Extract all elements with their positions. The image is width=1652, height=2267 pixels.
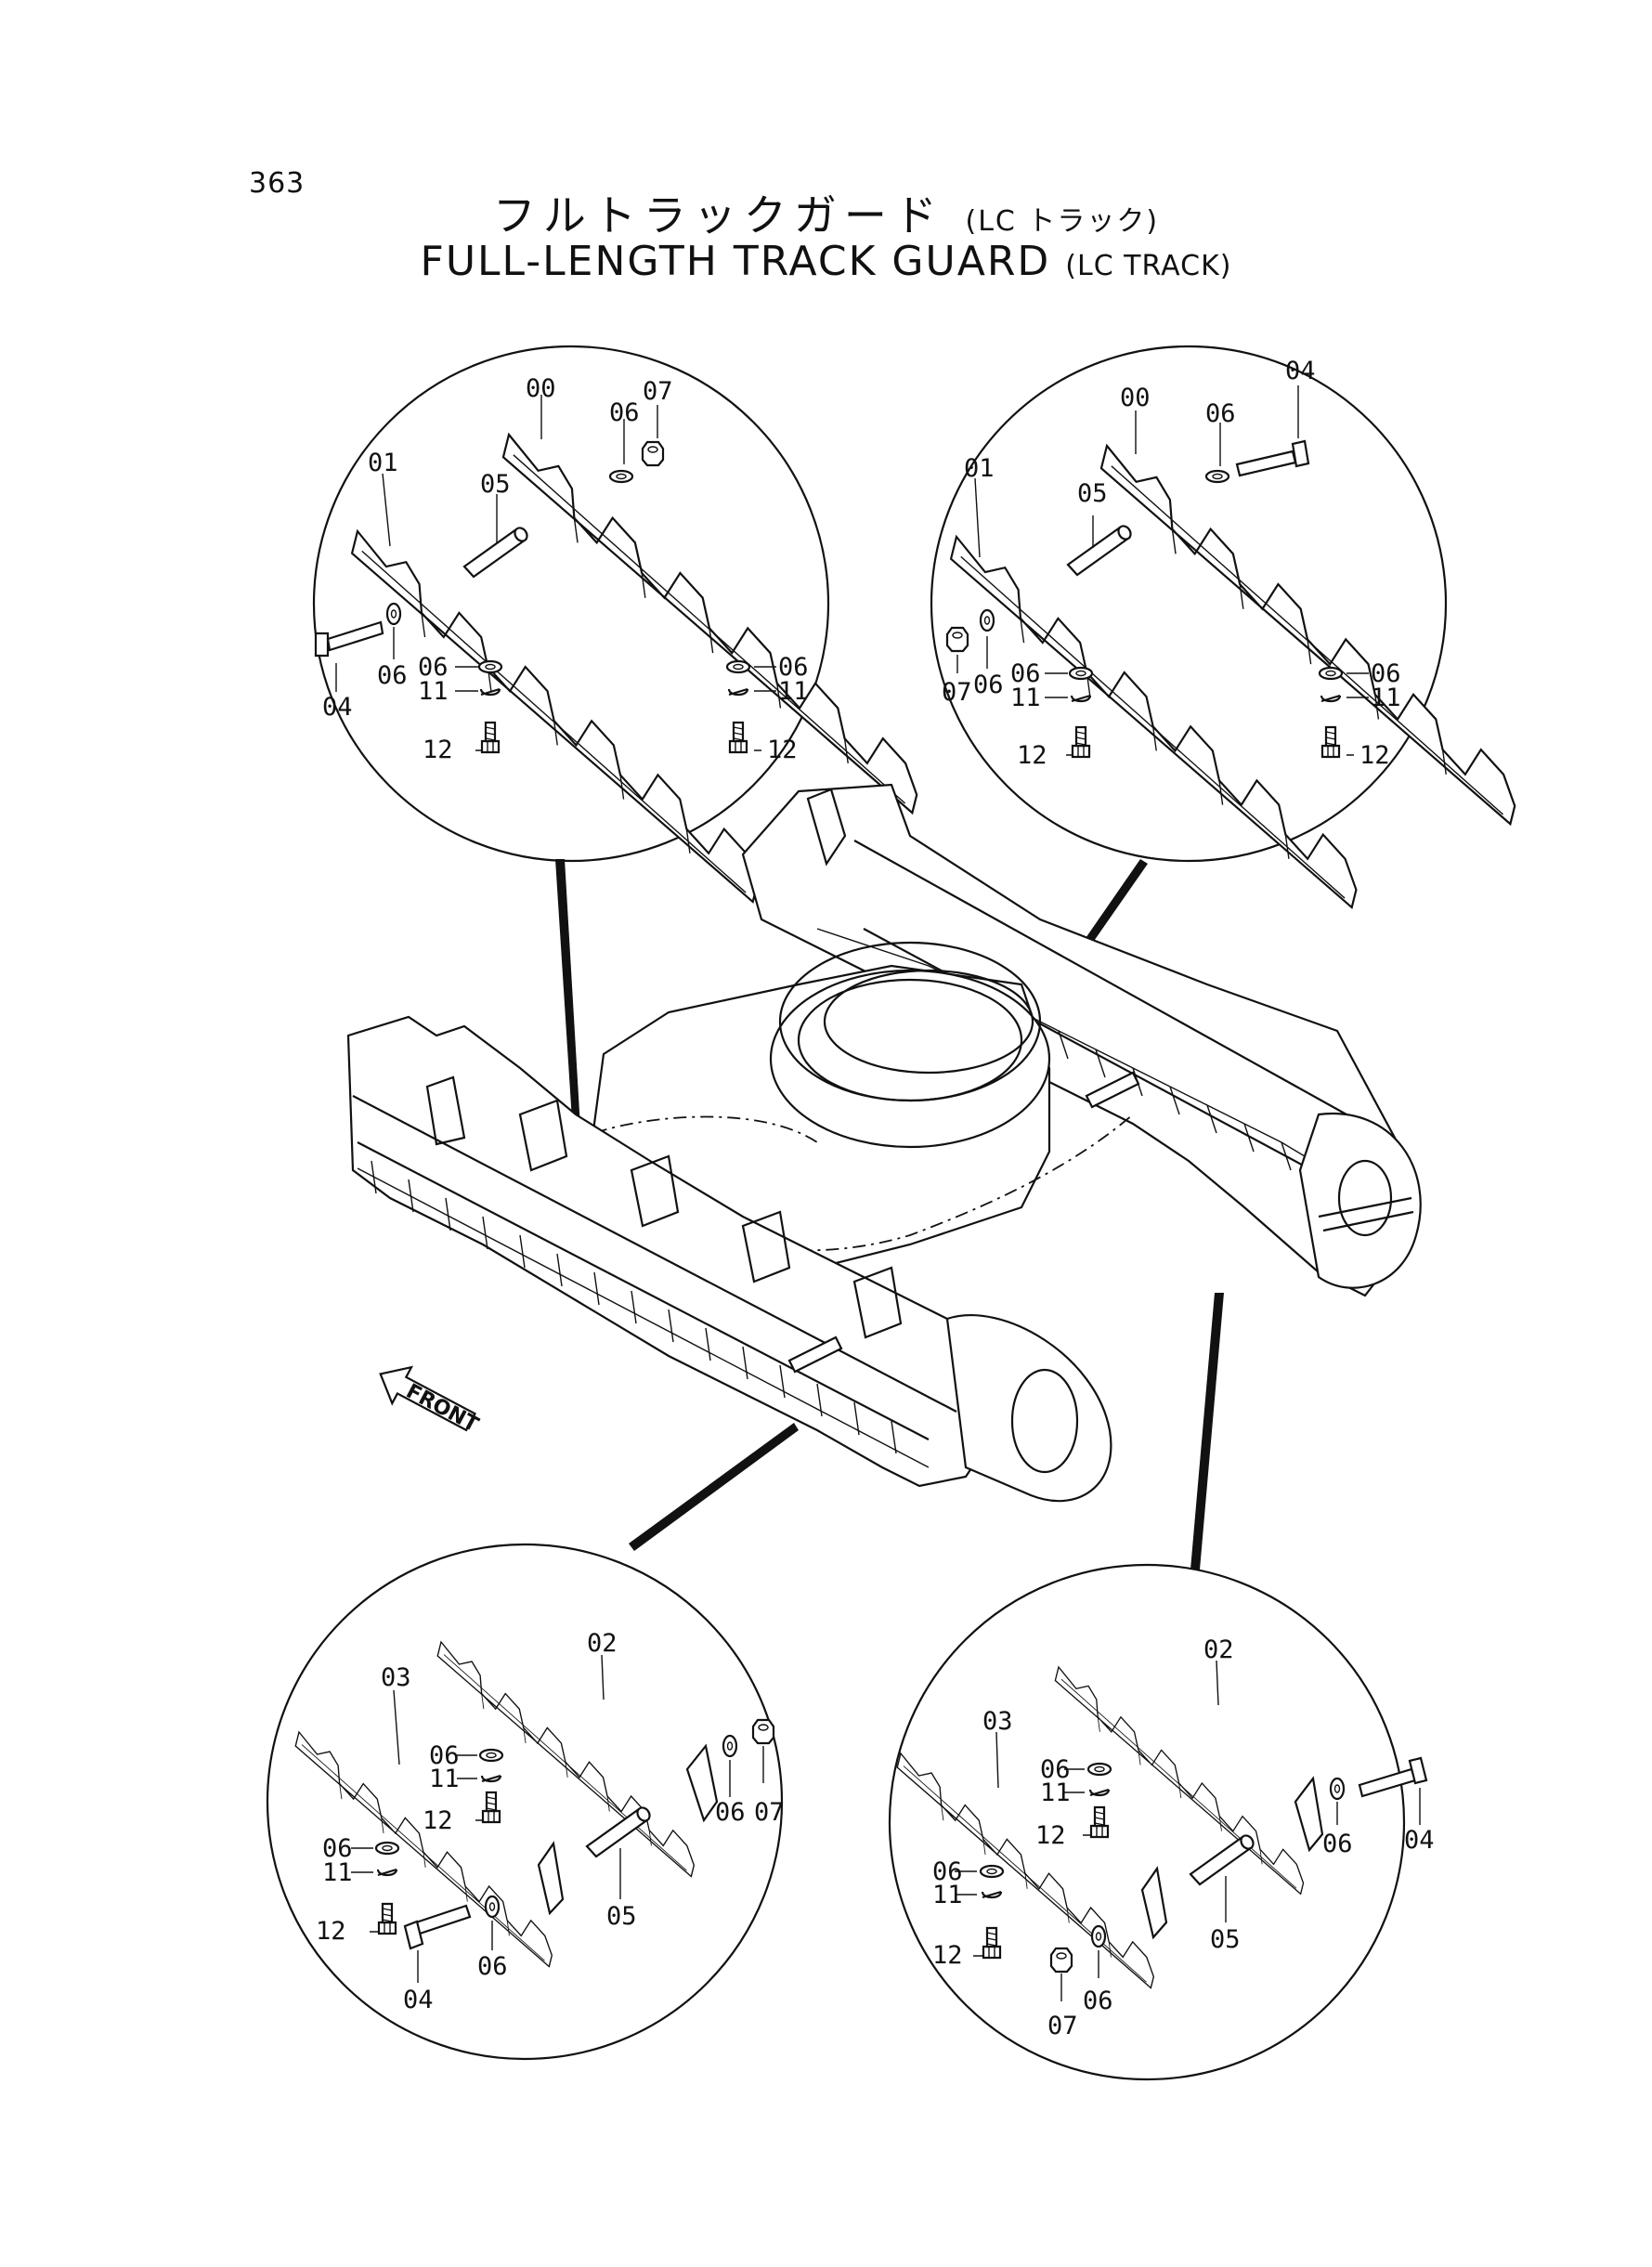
title-japanese: フルトラックガード (LC トラック) (0, 182, 1652, 243)
detail-upper-right: 04 00 06 01 05 07 06 06 11 12 06 11 12 (891, 357, 1577, 909)
callout-12: 12 (423, 736, 453, 764)
undercarriage-assembly (346, 783, 1422, 1503)
callout-07: 07 (754, 1798, 785, 1827)
callout-11: 11 (1371, 684, 1401, 712)
detail-circle-lower-left (266, 1543, 784, 2061)
title-english-suffix: (LC TRACK) (1065, 250, 1232, 282)
callout-06: 06 (1371, 659, 1401, 688)
bolt-icon (314, 620, 384, 658)
detail-circle-upper-left (312, 345, 830, 863)
callout-11: 11 (778, 677, 809, 706)
callout-06: 06 (1040, 1755, 1071, 1784)
callout-11: 11 (932, 1881, 963, 1909)
callout-11: 11 (1010, 684, 1041, 712)
detail-upper-left: 00 07 06 01 05 04 06 06 11 12 06 11 12 (293, 374, 979, 904)
callout-11: 11 (322, 1858, 353, 1887)
bolt-icon (1358, 1756, 1428, 1798)
callout-04: 04 (403, 1986, 434, 2014)
callout-12: 12 (1017, 741, 1047, 770)
callout-00: 00 (1120, 384, 1151, 412)
callout-06: 06 (609, 398, 640, 427)
title-japanese-suffix: (LC トラック) (965, 205, 1160, 238)
callout-05: 05 (606, 1902, 637, 1931)
callout-06: 06 (322, 1834, 353, 1863)
callout-01: 01 (964, 454, 995, 483)
callout-12: 12 (932, 1941, 963, 1970)
callout-12: 12 (316, 1917, 346, 1946)
callout-06: 06 (1205, 399, 1236, 428)
callout-01: 01 (368, 449, 398, 477)
callout-07: 07 (1047, 2012, 1078, 2040)
callout-04: 04 (1404, 1826, 1435, 1855)
callout-06: 06 (778, 653, 809, 682)
front-arrow-icon: FRONT (379, 1365, 482, 1438)
leader-lower-right (1190, 1293, 1224, 1570)
detail-lower-left: 02 03 06 11 12 06 07 06 11 12 05 06 04 (257, 1629, 785, 2014)
callout-11: 11 (418, 677, 449, 706)
callout-02: 02 (1203, 1635, 1234, 1664)
callout-12: 12 (767, 736, 798, 764)
callout-12: 12 (423, 1806, 453, 1835)
callout-06: 06 (715, 1798, 746, 1827)
callout-11: 11 (429, 1765, 460, 1793)
bolt-icon (1235, 439, 1310, 477)
leader-lower-left (629, 1423, 799, 1551)
callout-03: 03 (381, 1663, 411, 1692)
callout-04: 04 (322, 693, 353, 722)
callout-06: 06 (973, 671, 1004, 699)
title-japanese-main: フルトラックガード (492, 190, 944, 241)
callout-04: 04 (1285, 357, 1316, 385)
bolt-icon (403, 1904, 472, 1950)
callout-06: 06 (429, 1741, 460, 1770)
title-english: FULL-LENGTH TRACK GUARD (LC TRACK) (0, 238, 1652, 285)
detail-circle-upper-right (930, 345, 1448, 863)
callout-07: 07 (942, 678, 972, 707)
callout-06: 06 (477, 1952, 508, 1981)
callout-00: 00 (526, 374, 556, 403)
detail-lower-right: 02 03 06 11 12 04 06 06 11 12 05 07 06 (859, 1635, 1435, 2040)
callout-03: 03 (982, 1707, 1013, 1736)
callout-06: 06 (377, 661, 408, 690)
callout-05: 05 (1077, 479, 1108, 508)
callout-05: 05 (480, 470, 511, 499)
callout-06: 06 (1010, 659, 1041, 688)
callout-12: 12 (1359, 741, 1390, 770)
callout-06: 06 (1322, 1830, 1353, 1858)
callout-07: 07 (643, 377, 673, 406)
detail-circle-lower-right (888, 1563, 1406, 2081)
title-english-main: FULL-LENGTH TRACK GUARD (420, 238, 1051, 285)
callout-02: 02 (587, 1629, 618, 1658)
callout-06: 06 (418, 653, 449, 682)
callout-06: 06 (1083, 1987, 1113, 2015)
callout-06: 06 (932, 1857, 963, 1886)
page-number: 363 (249, 167, 306, 200)
callout-11: 11 (1040, 1778, 1071, 1807)
callout-12: 12 (1035, 1821, 1066, 1850)
callout-05: 05 (1210, 1925, 1241, 1954)
front-label: FRONT (402, 1380, 482, 1438)
